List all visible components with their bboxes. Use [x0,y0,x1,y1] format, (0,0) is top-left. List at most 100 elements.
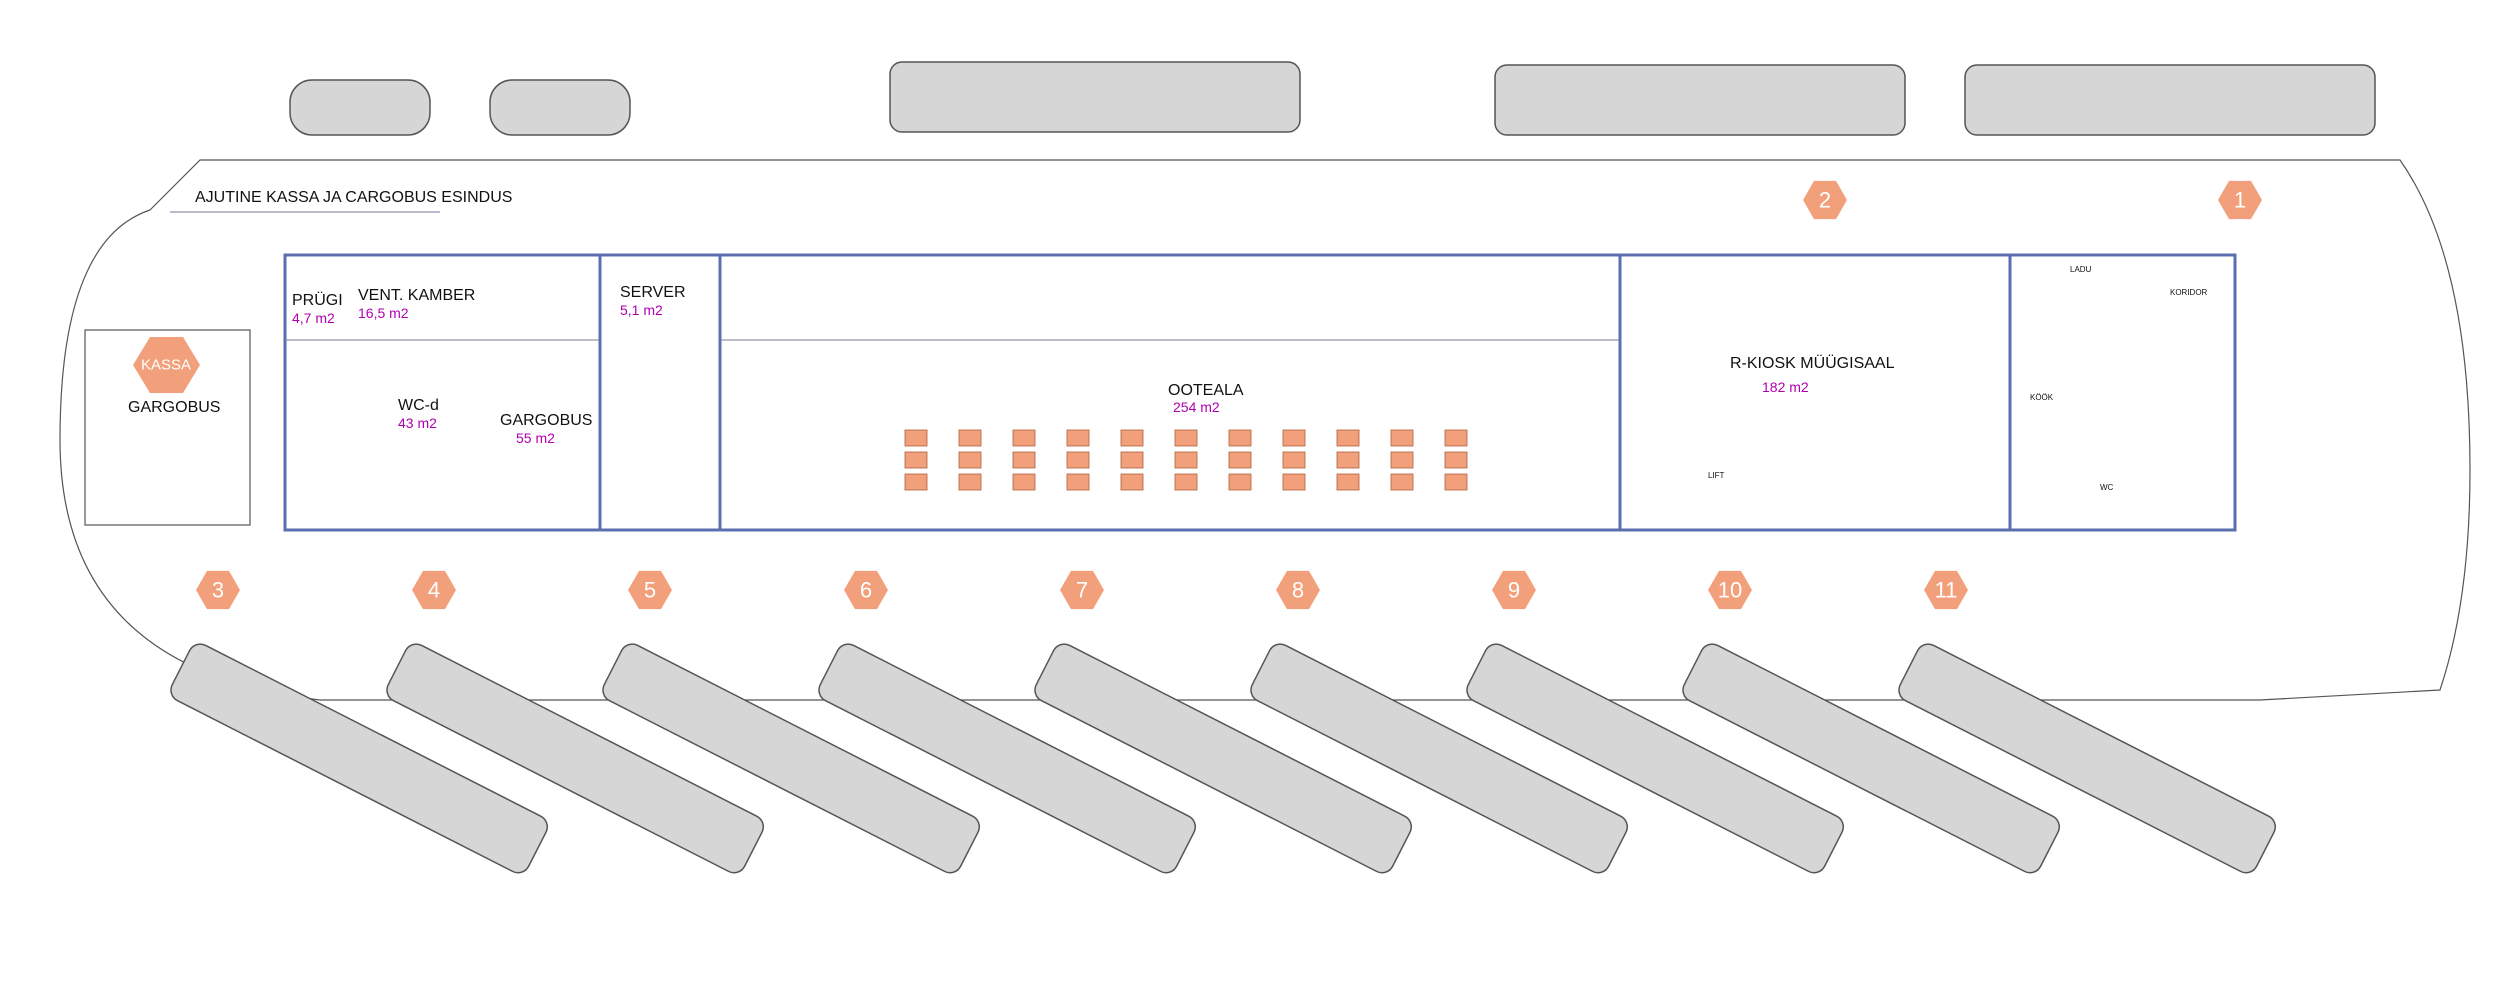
kassa-hex-label: KASSA [141,357,191,374]
seat-block [1336,473,1360,491]
platform-8-label: 8 [1292,578,1304,603]
room-label-ooteala: OOTEALA [1168,382,1244,399]
platform-11-hex [1924,570,1968,610]
bus-platform-6 [818,643,1197,874]
seat-block [1282,473,1306,491]
bus-platform-7 [1034,643,1413,874]
room-label-server: SERVER [620,284,686,301]
bus-platform-8 [1250,643,1629,874]
room-label-vent: VENT. KAMBER [358,287,475,304]
room-area-gargobus: 55 m2 [516,430,555,446]
seat-block [1390,451,1414,469]
seat-block [1120,473,1144,491]
seat-block [1228,473,1252,491]
buses-bottom [170,643,2277,874]
seat-block [1120,451,1144,469]
site-boundary [59,159,2471,701]
seat-block [1228,451,1252,469]
platform-9-label: 9 [1508,578,1520,603]
label-koridor: KORIDOR [2170,288,2208,297]
platform-2-hex [1803,180,1847,220]
kassa-kiosk [84,329,251,526]
room-area-wc: 43 m2 [398,415,437,431]
seat-block [1336,429,1360,447]
bus-platform-4 [386,643,765,874]
platform-1-hex [2218,180,2262,220]
site-title-annotation: AJUTINE KASSA JA CARGOBUS ESINDUS [195,189,512,206]
seat-block [1012,473,1036,491]
room-area-vent: 16,5 m2 [358,305,409,321]
platform-7-hex [1060,570,1104,610]
bus-platform-3 [170,643,549,874]
seat-block [1282,451,1306,469]
seat-block [1174,473,1198,491]
parked-car [489,79,631,136]
seat-block [904,473,928,491]
seat-block [958,429,982,447]
seat-block [904,429,928,447]
room-label-gargobus: GARGOBUS [500,412,592,429]
platform-11-label: 11 [1935,578,1958,603]
seat-block [1066,473,1090,491]
platform-1-label: 1 [2234,188,2246,213]
bus-top-2 [1494,64,1906,136]
platform-8-hex [1276,570,1320,610]
label-wc-small: WC [2100,483,2114,492]
seat-block [958,451,982,469]
seat-block [1228,429,1252,447]
seat-block [1336,451,1360,469]
bus-top-3 [1964,64,2376,136]
bus-platform-11 [1898,643,2277,874]
platform-9-hex [1492,570,1536,610]
kassa-hex-sign [133,337,200,393]
seat-block [1390,429,1414,447]
room-area-prugi: 4,7 m2 [292,310,335,326]
room-area-rkiosk: 182 m2 [1762,379,1809,395]
platform-10-label: 10 [1718,578,1742,603]
bus-platform-10 [1682,643,2061,874]
platform-5-hex [628,570,672,610]
platform-7-label: 7 [1076,578,1088,603]
room-label-wc: WC-d [398,397,439,414]
bus-platform-5 [602,643,981,874]
terminal-building [283,253,2237,532]
platform-4-label: 4 [428,578,440,603]
label-kook: KÖÖK [2030,393,2054,402]
seat-block [1444,429,1468,447]
platform-10-hex [1708,570,1752,610]
platform-6-hex [844,570,888,610]
bus-platform-9 [1466,643,1845,874]
room-area-server: 5,1 m2 [620,302,663,318]
waiting-seating [904,429,1468,491]
gargobus-kiosk-label: GARGOBUS [128,399,220,416]
platform-6-label: 6 [860,578,872,603]
platform-3-label: 3 [212,578,224,603]
platform-3-hex [196,570,240,610]
seat-block [904,451,928,469]
seat-block [1444,451,1468,469]
seat-block [1120,429,1144,447]
seat-block [1282,429,1306,447]
seat-block [958,473,982,491]
platform-4-hex [412,570,456,610]
label-lift: LIFT [1708,471,1725,480]
seat-block [1012,429,1036,447]
platform-2-label: 2 [1819,188,1831,213]
label-ladu: LADU [2070,265,2092,274]
platforms-bottom: 3 4 5 6 7 8 9 10 11 [196,570,1968,610]
bus-top-1 [889,61,1301,133]
platform-5-label: 5 [644,578,656,603]
seat-block [1444,473,1468,491]
room-label-prugi: PRÜGI [292,291,343,309]
seat-block [1066,429,1090,447]
room-label-rkiosk: R-KIOSK MÜÜGISAAL [1730,354,1895,372]
seat-block [1390,473,1414,491]
seat-block [1012,451,1036,469]
seat-block [1174,429,1198,447]
seat-block [1066,451,1090,469]
room-area-ooteala: 254 m2 [1173,399,1220,415]
parked-car [289,79,431,136]
seat-block [1174,451,1198,469]
